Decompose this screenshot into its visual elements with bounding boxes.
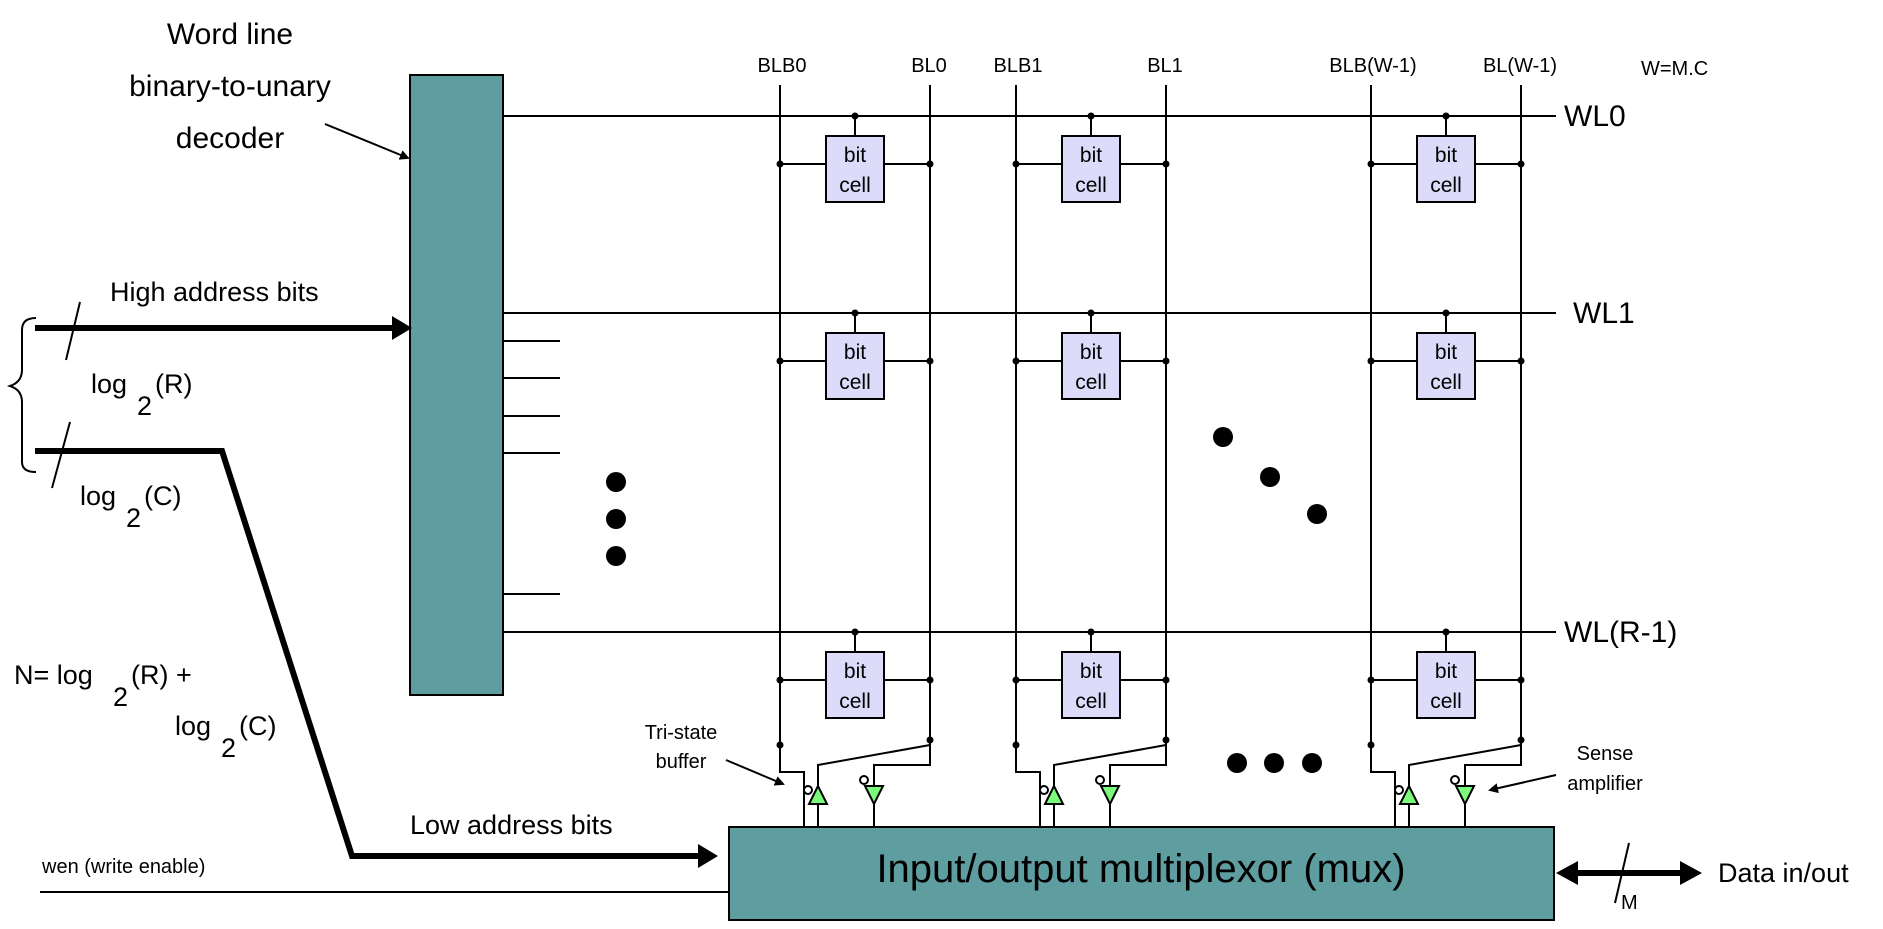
row-ellipsis-dots — [606, 472, 626, 566]
wl0-label: WL0 — [1564, 100, 1626, 133]
bit-cell-label-line1: bit — [844, 144, 866, 167]
svg-text:2: 2 — [113, 682, 128, 712]
bit-cell-label-line2: cell — [839, 371, 871, 394]
bit-cell: bit cell — [1012, 628, 1170, 719]
decoder-title-line3: decoder — [176, 122, 284, 155]
decoder-elided-outputs — [503, 340, 560, 595]
wl1-label: WL1 — [1573, 297, 1635, 330]
bit-cell: bit cell — [1367, 309, 1525, 400]
high-address-label: High address bits — [110, 277, 319, 307]
bit-cell: bit cell — [1012, 112, 1170, 203]
svg-text:log: log — [80, 481, 116, 511]
bit-cell: bit cell — [1012, 309, 1170, 400]
svg-text:2: 2 — [126, 503, 141, 533]
bit-cell-label-line1: bit — [844, 341, 866, 364]
m-label: M — [1621, 892, 1638, 914]
svg-text:amplifier: amplifier — [1567, 773, 1643, 795]
decoder-title: Word line binary-to-unary decoder — [129, 18, 331, 155]
low-address-arrowhead — [698, 844, 718, 868]
svg-text:Sense: Sense — [1577, 743, 1634, 765]
bit-cell-label-line1: bit — [844, 660, 866, 683]
wen-label: wen (write enable) — [41, 856, 205, 878]
svg-text:log: log — [175, 711, 211, 741]
bit-cell: bit cell — [1367, 112, 1525, 203]
bit-cell-label-line1: bit — [1080, 144, 1102, 167]
io-multiplexor-block — [728, 826, 1555, 921]
sense-amp-annotation: Sense amplifier — [1488, 743, 1643, 795]
bit-cell: bit cell — [1367, 628, 1525, 719]
bit-cell: bit cell — [776, 309, 934, 400]
bit-cell-label-line2: cell — [1075, 371, 1107, 394]
column-io-circuit — [1367, 736, 1525, 827]
bit-cell-label-line2: cell — [1075, 174, 1107, 197]
bit-cell-label-line2: cell — [1430, 174, 1462, 197]
svg-text:(C): (C) — [144, 481, 181, 511]
bit-cell-label-line2: cell — [839, 690, 871, 713]
bit-cell-label-line1: bit — [1080, 660, 1102, 683]
address-brace — [6, 317, 37, 473]
high-address-slash — [65, 301, 81, 361]
io-buffers — [776, 736, 1525, 827]
bit-cell-label-line1: bit — [1435, 341, 1457, 364]
bit-cell-label-line2: cell — [1075, 690, 1107, 713]
bit-cell-label-line1: bit — [1080, 341, 1102, 364]
bit-cell-label-line2: cell — [1430, 690, 1462, 713]
svg-text:(R): (R) — [155, 369, 192, 399]
log-r-label: log 2 (R) — [91, 369, 192, 421]
blbw-label: BLB(W-1) — [1329, 55, 1416, 77]
column-ellipsis-dots — [1227, 753, 1322, 773]
decoder-title-line2: binary-to-unary — [129, 70, 331, 103]
svg-text:Tri-state: Tri-state — [645, 722, 718, 744]
blb0-label: BLB0 — [758, 55, 807, 77]
sense-amplifier — [863, 785, 885, 807]
bit-cell: bit cell — [776, 112, 934, 203]
mux-label: Input/output multiplexor (mux) — [876, 847, 1405, 891]
svg-text:log: log — [91, 369, 127, 399]
svg-text:(R) +: (R) + — [131, 660, 192, 690]
decoder-pointer-arrow — [324, 123, 410, 160]
bl0-label: BL0 — [911, 55, 947, 77]
svg-text:2: 2 — [137, 391, 152, 421]
data-io-label: Data in/out — [1718, 858, 1849, 888]
bit-cell-label-line2: cell — [839, 174, 871, 197]
low-address-bus — [35, 448, 700, 859]
blw-label: BL(W-1) — [1483, 55, 1557, 77]
wlr-label: WL(R-1) — [1564, 616, 1677, 649]
svg-text:(C): (C) — [239, 711, 276, 741]
column-io-circuit — [1012, 736, 1170, 827]
column-io-circuit — [776, 736, 934, 827]
sense-amplifier — [1454, 785, 1476, 807]
low-address-slash — [51, 421, 71, 489]
data-io-left-arrowhead — [1556, 861, 1578, 885]
low-address-label: Low address bits — [410, 810, 613, 840]
bit-cell-label-line2: cell — [1430, 371, 1462, 394]
bit-cell-label-line1: bit — [1435, 660, 1457, 683]
bl1-label: BL1 — [1147, 55, 1183, 77]
bit-cell-label-line1: bit — [1435, 144, 1457, 167]
array-ellipsis-dots — [1213, 427, 1327, 524]
word-line-decoder-block — [409, 74, 504, 696]
high-address-arrowhead — [392, 316, 412, 340]
n-equation: N= log 2 (R) + log 2 (C) — [14, 660, 276, 763]
bit-lines — [779, 85, 1522, 745]
bit-cell: bit cell — [776, 628, 934, 719]
log-c-label: log 2 (C) — [80, 481, 181, 533]
data-io-slash — [1614, 842, 1630, 904]
data-io-right-arrowhead — [1680, 861, 1702, 885]
svg-text:2: 2 — [221, 733, 236, 763]
svg-text:N= log: N= log — [14, 660, 93, 690]
bit-cell-array: bit cell bit cell bit cell bit cell bit cell bit ce… — [776, 112, 1525, 719]
decoder-title-line1: Word line — [167, 18, 293, 51]
sense-amplifier — [1099, 785, 1121, 807]
tristate-annotation: Tri-state buffer — [645, 722, 785, 786]
svg-text:buffer: buffer — [656, 751, 707, 773]
blb1-label: BLB1 — [994, 55, 1043, 77]
w-equation: W=M.C — [1641, 58, 1708, 80]
